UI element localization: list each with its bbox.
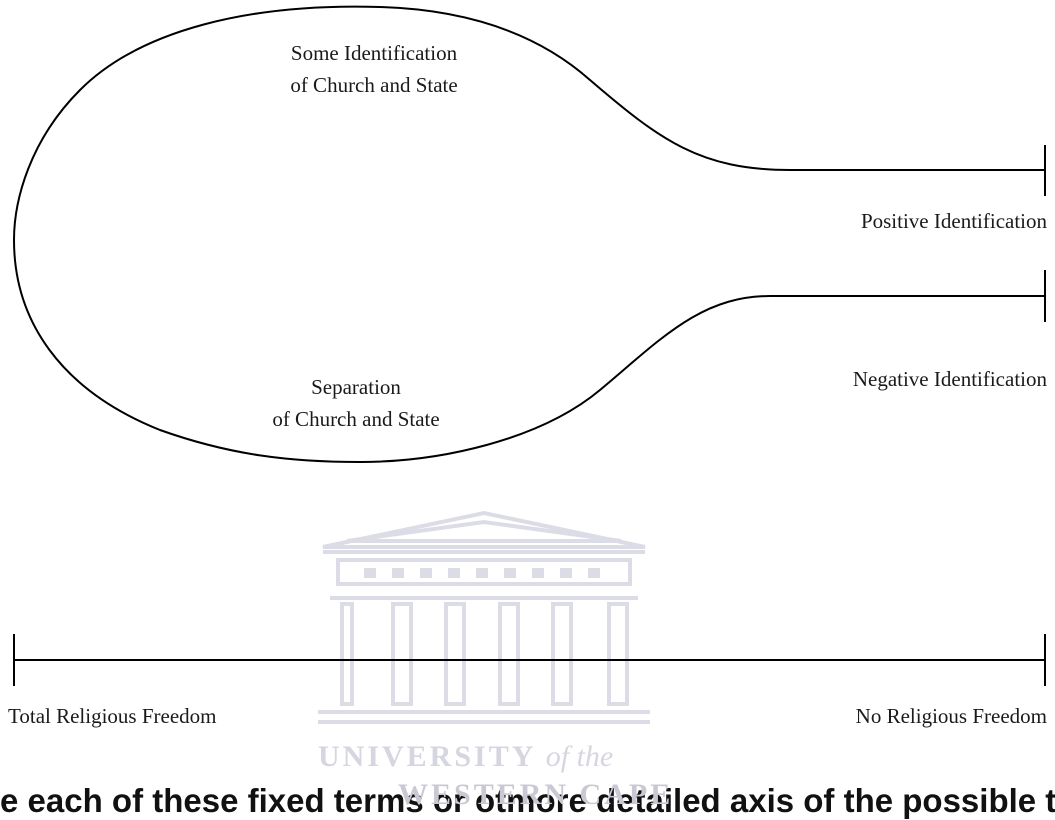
watermark-line1-italic: of the <box>545 740 614 773</box>
total-religious-freedom-label: Total Religious Freedom <box>8 704 217 728</box>
watermark-line1: UNIVERSITY of the <box>318 740 614 773</box>
separation-label: Separation of Church and State <box>226 372 486 435</box>
some-identification-label: Some Identification of Church and State <box>244 38 504 101</box>
cut-off-body-text: e each of these fixed terms or otmore de… <box>0 782 1055 819</box>
some-identification-line2: of Church and State <box>290 72 458 97</box>
negative-identification-label: Negative Identification <box>852 367 1047 391</box>
positive-identification-label: Positive Identification <box>860 209 1047 233</box>
spoon-curve <box>12 5 1045 464</box>
separation-line1: Separation <box>311 375 401 399</box>
separation-line2: of Church and State <box>272 406 440 431</box>
some-identification-line1: Some Identification <box>290 41 458 65</box>
no-religious-freedom-label: No Religious Freedom <box>855 704 1047 728</box>
watermark-line2: WESTERN CAPE <box>398 778 674 811</box>
